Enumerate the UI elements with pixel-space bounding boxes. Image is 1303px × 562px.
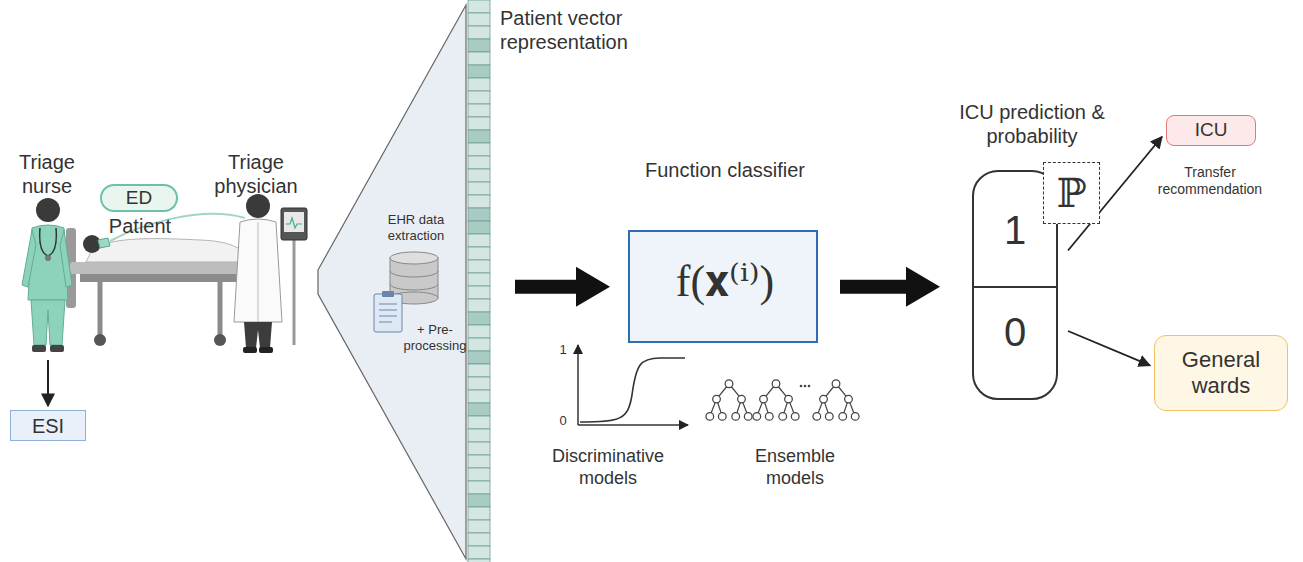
node-text: General wards xyxy=(1155,347,1287,400)
free-label: Triage nurse xyxy=(6,150,88,198)
probability-box: ℙ xyxy=(1043,162,1100,224)
node-shape xyxy=(316,4,468,560)
node-text: 0 xyxy=(974,308,1056,356)
free-label: Triage physician xyxy=(198,150,314,198)
node-text: + Pre-processing xyxy=(402,322,468,353)
node-text: ED xyxy=(126,187,152,210)
bed xyxy=(66,214,250,346)
free-label: 0 xyxy=(556,413,570,429)
node-shape xyxy=(467,0,491,562)
node-text: ICU xyxy=(1195,119,1228,142)
esi-box: ESI xyxy=(10,410,86,441)
ensemble-trees xyxy=(706,380,859,420)
ehr-funnel: EHR data extraction + Pre-processing xyxy=(316,4,468,560)
node-text: Patient vector representation xyxy=(500,6,650,54)
classifier-box: Function classifierf(𝐱⁽ⁱ⁾) xyxy=(628,230,818,343)
free-label: 1 xyxy=(556,342,570,358)
nurse-figure xyxy=(22,198,72,352)
icu-box: ICU xyxy=(1166,115,1256,146)
free-label: Transfer recommendation xyxy=(1150,164,1270,198)
node-text: ICU prediction & probability xyxy=(952,100,1112,148)
wards-box: General wards xyxy=(1154,335,1288,411)
flow-arrow xyxy=(515,267,610,307)
node-text: EHR data extraction xyxy=(368,212,464,243)
ed-pill: ED xyxy=(100,184,178,212)
free-label: Patient xyxy=(100,214,180,238)
node-text: ESI xyxy=(32,414,64,438)
free-label: Ensemble models xyxy=(745,446,845,489)
flow-arrow xyxy=(840,267,940,307)
node-text: Function classifier xyxy=(630,158,820,182)
connector-arrow xyxy=(1068,331,1150,365)
esi-arrow xyxy=(47,360,49,406)
free-label: Discriminative models xyxy=(548,446,668,489)
node-text: ℙ xyxy=(1056,169,1086,217)
node-text: f(𝐱⁽ⁱ⁾) xyxy=(630,256,820,309)
physician-figure xyxy=(234,194,307,353)
vector-bar: Patient vector representation xyxy=(467,0,491,562)
clipboard-icon xyxy=(374,291,402,332)
sigmoid-plot xyxy=(578,345,688,425)
